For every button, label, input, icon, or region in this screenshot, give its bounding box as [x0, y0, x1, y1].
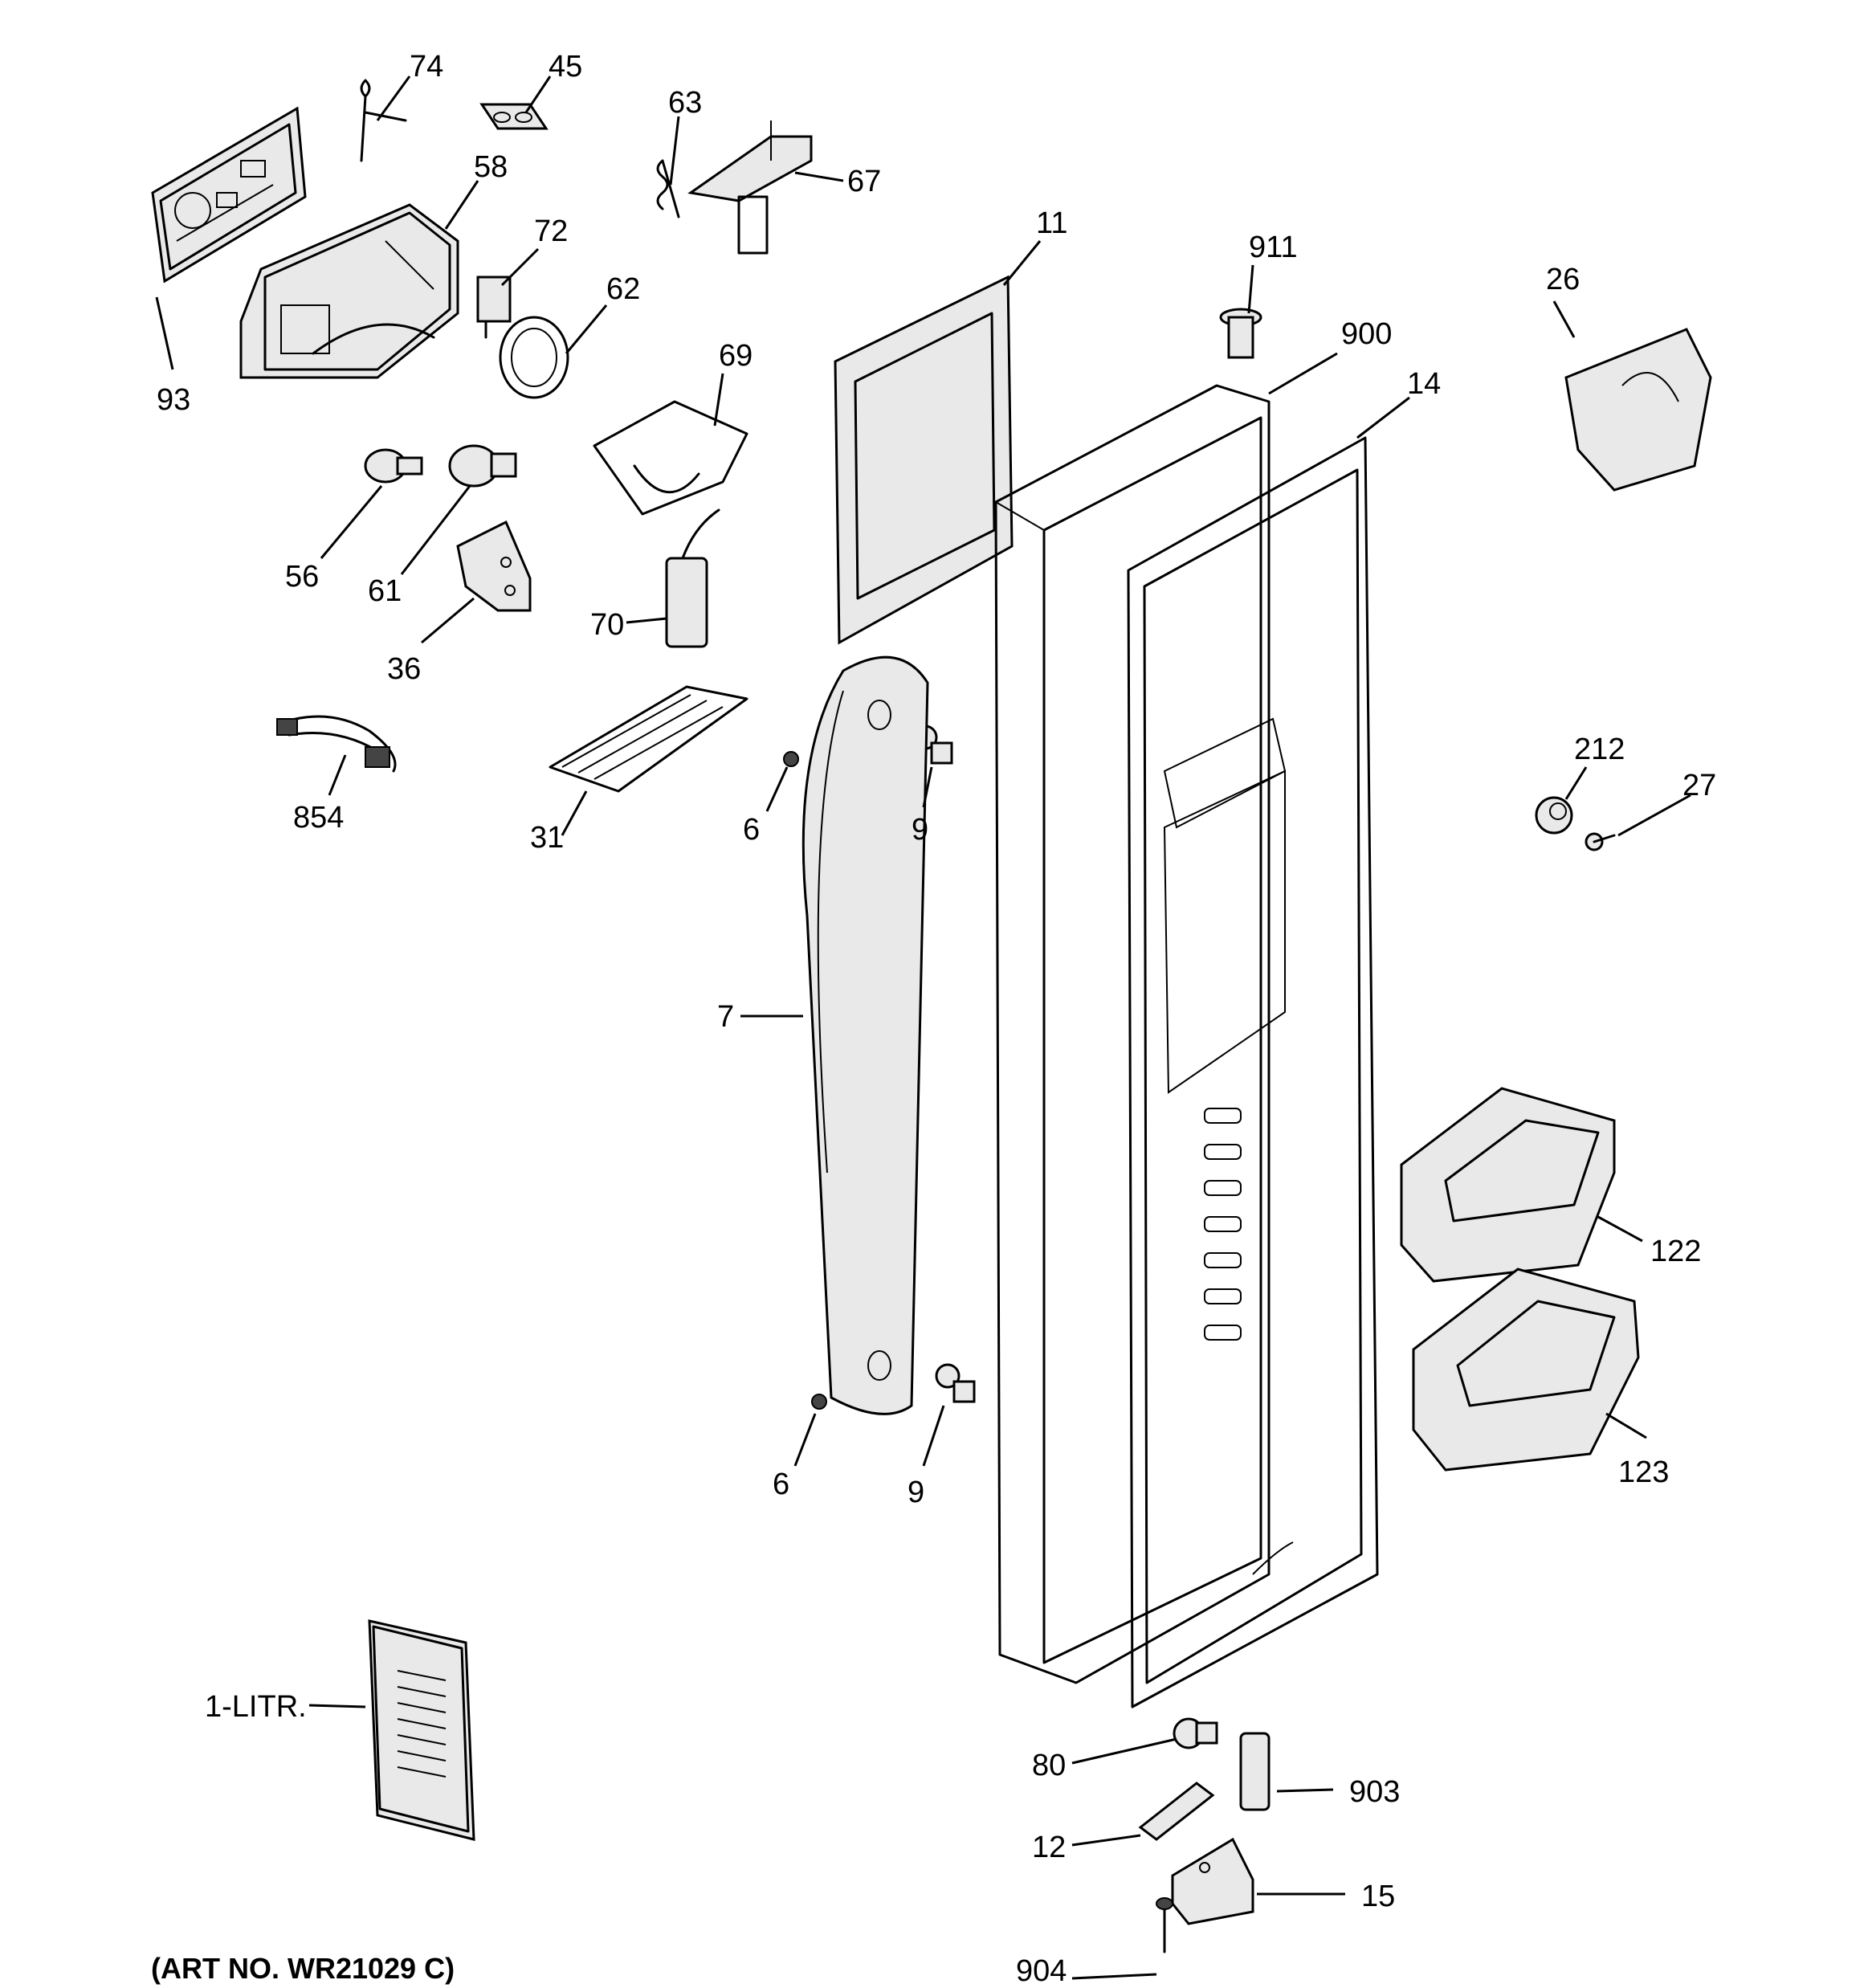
callout-6-upper: 6 [743, 813, 760, 847]
callout-58: 58 [474, 150, 508, 184]
door-bin-upper-part [1400, 1087, 1616, 1283]
top-bushing-part [1219, 308, 1262, 359]
dispenser-panel-frame-part [834, 275, 1014, 645]
callout-93: 93 [157, 383, 190, 417]
callout-122: 122 [1650, 1235, 1701, 1268]
callout-62: 62 [606, 272, 640, 306]
callout-61: 61 [368, 574, 402, 608]
wire-harness-part [276, 715, 397, 773]
chute-frame-part [593, 400, 748, 516]
art-number-caption: (ART NO. WR21029 C) [151, 1952, 455, 1985]
small-bracket-part [479, 103, 549, 130]
callout-7: 7 [717, 1000, 734, 1034]
callout-15: 15 [1361, 1880, 1395, 1913]
literature-booklet-part [368, 1619, 475, 1841]
door-bin-lower-part [1412, 1268, 1640, 1472]
callout-74: 74 [410, 50, 443, 84]
screw-part [1585, 832, 1616, 851]
callout-80: 80 [1032, 1749, 1066, 1782]
callout-63: 63 [668, 86, 702, 120]
leader-lines [155, 76, 1691, 1980]
micro-switch-part [476, 276, 512, 339]
callout-9-lower: 9 [907, 1476, 924, 1509]
callout-9-upper: 9 [912, 813, 928, 847]
shelf-rail-teeth [1204, 1108, 1242, 1341]
torsion-spring-part [656, 159, 680, 218]
roller-part [1173, 1717, 1218, 1749]
callout-56: 56 [285, 560, 319, 594]
drip-grille-part [549, 685, 748, 793]
callout-27: 27 [1682, 769, 1716, 802]
hinge-pin-part [1239, 1732, 1270, 1811]
plug-part [364, 448, 423, 484]
callout-911: 911 [1249, 231, 1298, 264]
callout-67: 67 [847, 165, 881, 198]
callout-123: 123 [1618, 1455, 1669, 1489]
control-board-part [151, 106, 307, 284]
callout-45: 45 [549, 50, 582, 84]
door-assembly-part [994, 384, 1270, 1684]
callout-11: 11 [1036, 206, 1067, 240]
callout-72: 72 [534, 214, 568, 248]
hinge-bracket-part [687, 120, 813, 255]
callout-14: 14 [1407, 367, 1441, 401]
top-door-bin-part [1564, 328, 1712, 492]
callout-69: 69 [719, 339, 753, 373]
motor-cap-part [448, 444, 517, 488]
bottom-hinge-part [1171, 1837, 1254, 1925]
callout-6-lower: 6 [773, 1468, 789, 1501]
callout-12: 12 [1032, 1831, 1066, 1864]
callout-70: 70 [590, 608, 624, 642]
callout-854: 854 [293, 801, 344, 835]
callout-900: 900 [1341, 317, 1392, 351]
set-screw-part [783, 751, 827, 1410]
dispenser-housing-part [239, 203, 459, 379]
ring-part [499, 316, 569, 399]
callout-212: 212 [1574, 733, 1625, 766]
spring-wire-part [360, 79, 407, 162]
callout-36: 36 [387, 652, 421, 686]
callout-904: 904 [1016, 1954, 1067, 1988]
callout-903: 903 [1349, 1775, 1400, 1809]
door-handle-part [801, 655, 929, 1415]
cam-part [1535, 796, 1573, 835]
callout-26: 26 [1546, 263, 1580, 296]
mount-bracket-part [456, 520, 532, 612]
callout-1-litr: 1-LITR. [205, 1690, 307, 1724]
callout-31: 31 [530, 821, 564, 855]
hinge-screw-part [1156, 1897, 1173, 1953]
flap-part [665, 508, 720, 648]
door-gasket-part [1127, 436, 1379, 1708]
bottom-hinge-plate-part [1138, 1782, 1215, 1841]
callout-labels: 74 45 63 67 58 72 62 93 11 911 900 14 26… [157, 50, 1716, 1988]
